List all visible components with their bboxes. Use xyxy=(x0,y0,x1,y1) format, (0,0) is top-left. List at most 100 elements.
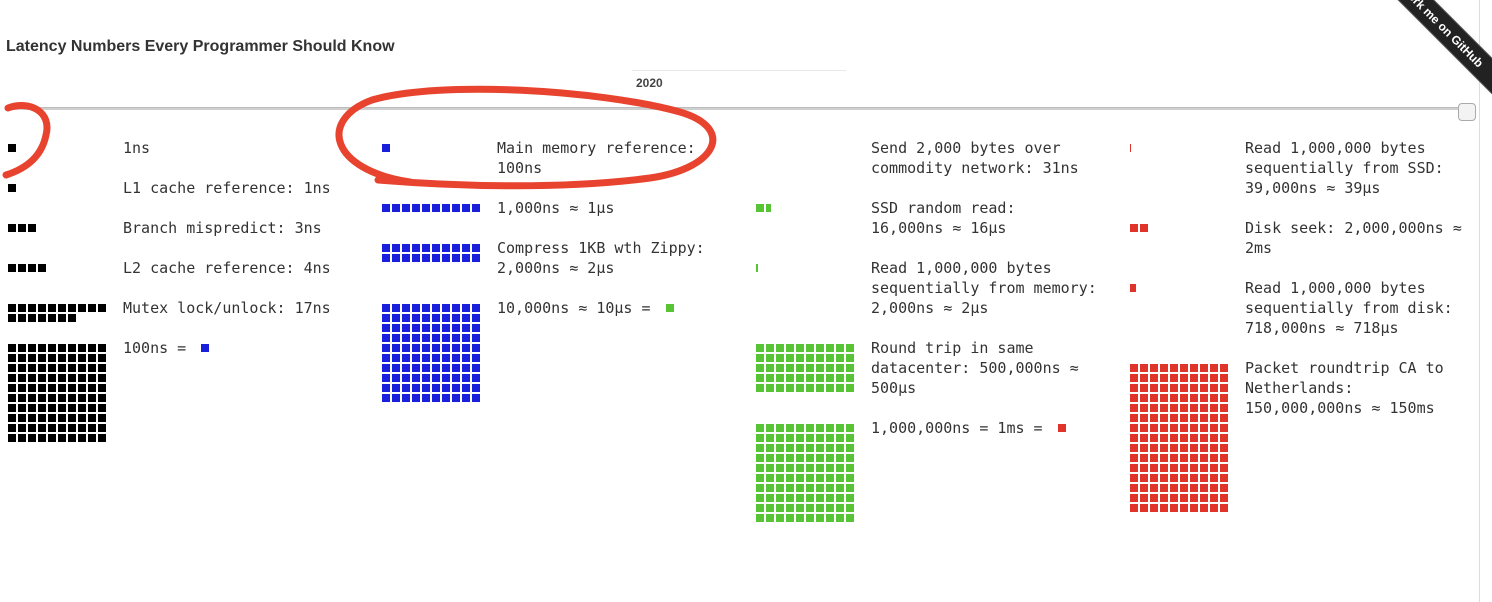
latency-cell xyxy=(1200,484,1208,492)
latency-cell xyxy=(472,244,480,252)
latency-cell xyxy=(8,184,16,192)
latency-cell xyxy=(382,204,390,212)
latency-cell xyxy=(382,254,390,262)
latency-label-line: 10,000ns ≈ 10μs = xyxy=(497,298,674,318)
latency-cell xyxy=(88,434,96,442)
latency-cell xyxy=(776,364,784,372)
latency-cell xyxy=(442,334,450,342)
latency-cell xyxy=(48,314,56,322)
latency-cell xyxy=(8,384,16,392)
latency-cell xyxy=(382,314,390,322)
latency-cell xyxy=(1200,414,1208,422)
latency-cell xyxy=(432,354,440,362)
latency-label: Disk seek: 2,000,000ns ≈2ms xyxy=(1245,218,1462,258)
latency-cell xyxy=(78,344,86,352)
latency-cell xyxy=(836,454,844,462)
latency-cell xyxy=(28,354,36,362)
latency-cell xyxy=(806,444,814,452)
latency-cell xyxy=(796,384,804,392)
latency-cell xyxy=(442,324,450,332)
latency-cell xyxy=(826,464,834,472)
latency-cell xyxy=(28,374,36,382)
latency-cell xyxy=(1130,144,1131,152)
latency-cell xyxy=(1140,224,1148,232)
latency-cell xyxy=(8,394,16,402)
latency-cell xyxy=(776,454,784,462)
latency-cell xyxy=(776,474,784,482)
github-fork-ribbon[interactable]: Fork me on GitHub xyxy=(1366,0,1492,104)
latency-cell xyxy=(836,474,844,482)
latency-cell xyxy=(1190,494,1198,502)
latency-cell xyxy=(786,474,794,482)
latency-cell xyxy=(816,364,824,372)
latency-cell xyxy=(38,374,46,382)
latency-cell xyxy=(48,374,56,382)
latency-cell xyxy=(786,514,794,522)
latency-cell xyxy=(402,344,410,352)
latency-cell xyxy=(786,464,794,472)
latency-cell xyxy=(28,304,36,312)
annotation-circle-1ns xyxy=(2,102,51,179)
latency-cell xyxy=(1140,384,1148,392)
latency-cell xyxy=(1200,384,1208,392)
latency-cell xyxy=(766,364,774,372)
latency-label-line: 2,000ns ≈ 2μs xyxy=(497,259,615,277)
latency-cell xyxy=(756,424,764,432)
latency-cell xyxy=(806,494,814,502)
latency-cell xyxy=(1200,464,1208,472)
latency-label-line: Netherlands: xyxy=(1245,379,1354,397)
latency-cell xyxy=(1150,494,1158,502)
latency-cell xyxy=(472,364,480,372)
latency-cell xyxy=(1190,374,1198,382)
latency-cell xyxy=(766,384,774,392)
latency-cell xyxy=(756,464,764,472)
latency-cell xyxy=(1130,484,1138,492)
latency-cell xyxy=(846,444,854,452)
latency-cell xyxy=(422,334,430,342)
latency-cell xyxy=(432,384,440,392)
latency-cell xyxy=(1210,424,1218,432)
latency-cell xyxy=(1130,424,1138,432)
latency-cell xyxy=(766,424,774,432)
latency-cell xyxy=(1150,484,1158,492)
latency-cell xyxy=(1210,414,1218,422)
latency-cell xyxy=(806,344,814,352)
latency-cell xyxy=(756,504,764,512)
latency-cell xyxy=(28,384,36,392)
latency-cell xyxy=(1140,454,1148,462)
latency-cell xyxy=(68,424,76,432)
latency-cell xyxy=(826,364,834,372)
latency-cell xyxy=(1160,414,1168,422)
latency-cell xyxy=(88,374,96,382)
latency-cell xyxy=(756,444,764,452)
latency-cell xyxy=(836,494,844,502)
latency-visual xyxy=(8,224,108,234)
latency-cell xyxy=(1210,464,1218,472)
latency-cell xyxy=(1160,484,1168,492)
latency-label-line: SSD random read: xyxy=(871,199,1016,217)
year-slider-track[interactable] xyxy=(6,107,1466,110)
latency-cell xyxy=(1190,464,1198,472)
latency-cell xyxy=(98,404,106,412)
year-slider-handle[interactable] xyxy=(1458,103,1476,121)
latency-cell xyxy=(1150,464,1158,472)
latency-label-line: Send 2,000 bytes over xyxy=(871,139,1061,157)
latency-cell xyxy=(462,384,470,392)
latency-cell xyxy=(88,424,96,432)
latency-label: 1,000,000ns = 1ms = xyxy=(871,418,1066,438)
latency-cell xyxy=(422,344,430,352)
latency-cell xyxy=(412,394,420,402)
latency-cell xyxy=(58,364,66,372)
latency-cell xyxy=(796,374,804,382)
latency-cell xyxy=(8,374,16,382)
latency-cell xyxy=(8,354,16,362)
latency-cell xyxy=(462,344,470,352)
latency-cell xyxy=(412,204,420,212)
latency-cell xyxy=(1150,404,1158,412)
latency-cell xyxy=(472,324,480,332)
latency-cell xyxy=(68,364,76,372)
latency-cell xyxy=(1160,444,1168,452)
latency-cell xyxy=(796,464,804,472)
latency-cell xyxy=(1150,364,1158,372)
latency-cell xyxy=(1140,404,1148,412)
